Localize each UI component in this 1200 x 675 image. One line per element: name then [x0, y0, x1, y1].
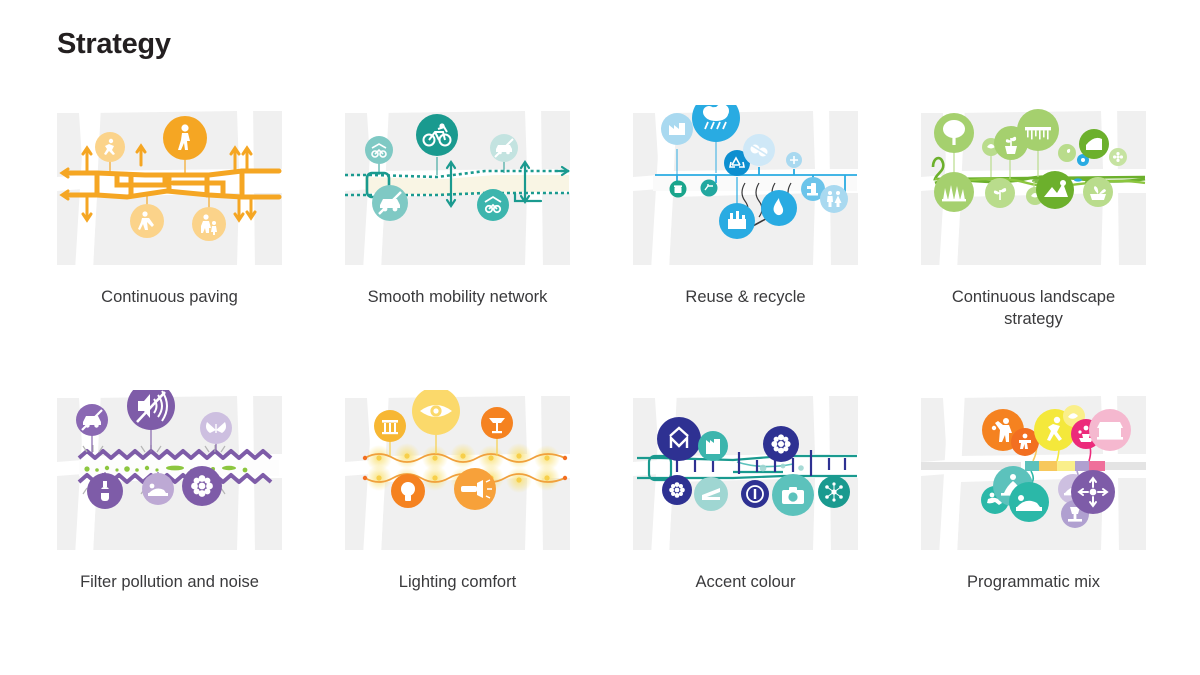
- caption-filter-pollution-and-noise: Filter pollution and noise: [80, 573, 259, 591]
- icon-restroom: [820, 185, 848, 213]
- icon-cyclist: [416, 114, 458, 156]
- icon-car-noise: [76, 404, 108, 436]
- icon-walking-person: [163, 116, 207, 160]
- strategy-card-programmatic-mix[interactable]: Programmatic mix: [921, 390, 1146, 594]
- icon-bench-rest: [142, 473, 174, 505]
- diagram-filter-pollution-and-noise: [57, 390, 282, 556]
- icon-family-walking: [192, 207, 226, 241]
- icon-treatment-plant: [719, 203, 755, 239]
- icon-camera: [772, 474, 814, 516]
- icon-car-restricted: [372, 185, 408, 221]
- icon-rain-cloud: [692, 105, 740, 142]
- strategy-row-2: Filter pollution and noise: [0, 390, 1200, 675]
- icon-recycle: [724, 150, 750, 176]
- caption-continuous-paving: Continuous paving: [101, 288, 238, 306]
- icon-bicycle-parking: [365, 136, 393, 164]
- icon-bike-share: [477, 189, 509, 221]
- page-title: Strategy: [57, 28, 171, 60]
- icon-metro: [657, 417, 701, 461]
- icon-grass: [934, 172, 974, 212]
- icon-spotlight: [454, 468, 496, 510]
- icon-relax: [1009, 482, 1049, 522]
- icon-flower-small: [1109, 148, 1127, 166]
- strategy-card-lighting-comfort[interactable]: Lighting comfort: [345, 390, 570, 594]
- icon-sapling: [1058, 144, 1076, 162]
- icon-market: [1089, 409, 1131, 451]
- strategy-row-1: Continuous paving: [0, 105, 1200, 390]
- diagram-smooth-mobility-network: [345, 105, 570, 271]
- icon-ramp: [694, 477, 728, 511]
- strategy-grid: Continuous paving: [0, 105, 1200, 675]
- icon-bin: [669, 180, 687, 198]
- icon-green-roof: [1079, 129, 1109, 159]
- icon-water-drop: [761, 190, 797, 226]
- icon-no-car-1: [490, 134, 518, 162]
- icon-spray-bottle: [87, 473, 123, 509]
- caption-lighting-comfort: Lighting comfort: [398, 573, 517, 591]
- icon-tap: [700, 179, 718, 197]
- strategy-card-smooth-mobility-network[interactable]: Smooth mobility network: [345, 105, 570, 309]
- caption-reuse-recycle: Reuse & recycle: [685, 288, 806, 306]
- strategy-card-reuse-recycle[interactable]: Reuse & recycle: [633, 105, 858, 309]
- icon-info: [741, 480, 769, 508]
- icon-hill: [1036, 171, 1074, 209]
- icon-kiosk: [698, 431, 728, 461]
- diagram-continuous-landscape-strategy: [921, 105, 1146, 271]
- icon-seedling: [985, 178, 1015, 208]
- strategy-card-continuous-landscape-strategy[interactable]: Continuous landscape strategy: [921, 105, 1146, 331]
- diagram-accent-colour: [633, 390, 858, 556]
- diagram-continuous-paving: [57, 105, 282, 271]
- icon-lantern: [374, 410, 406, 442]
- icon-network: [818, 476, 850, 508]
- icon-tree: [934, 113, 974, 153]
- icon-flower-accent: [763, 426, 799, 462]
- caption-accent-colour: Accent colour: [695, 573, 796, 591]
- diagram-programmatic-mix: [921, 390, 1146, 556]
- icon-pollen: [182, 466, 222, 506]
- icon-street-lamp: [481, 407, 513, 439]
- icon-water-node: [1077, 154, 1089, 166]
- icon-factory: [661, 113, 693, 145]
- icon-hub: [1071, 470, 1115, 514]
- icon-flower-small-accent: [662, 475, 692, 505]
- diagram-reuse-recycle: [633, 105, 858, 271]
- diagram-lighting-comfort: [345, 390, 570, 556]
- caption-continuous-landscape-strategy: Continuous landscape strategy: [951, 288, 1116, 328]
- icon-loudspeaker-mute: [127, 390, 175, 430]
- strategy-card-continuous-paving[interactable]: Continuous paving: [57, 105, 282, 309]
- icon-playground: [1011, 428, 1039, 456]
- caption-programmatic-mix: Programmatic mix: [967, 573, 1100, 591]
- strategy-card-accent-colour[interactable]: Accent colour: [633, 390, 858, 594]
- icon-pergola: [1017, 109, 1059, 151]
- icon-eye-comfort: [412, 390, 460, 435]
- icon-running-person: [95, 132, 125, 162]
- icon-plus-node: [786, 152, 802, 168]
- caption-smooth-mobility-network: Smooth mobility network: [367, 288, 548, 306]
- icon-planter: [1083, 177, 1113, 207]
- icon-pedestrian-crossing: [130, 204, 164, 238]
- strategy-card-filter-pollution-and-noise[interactable]: Filter pollution and noise: [57, 390, 282, 594]
- icon-bulb: [391, 474, 425, 508]
- icon-hydrant: [801, 177, 825, 201]
- icon-filter: [743, 134, 775, 166]
- icon-butterfly: [200, 412, 232, 444]
